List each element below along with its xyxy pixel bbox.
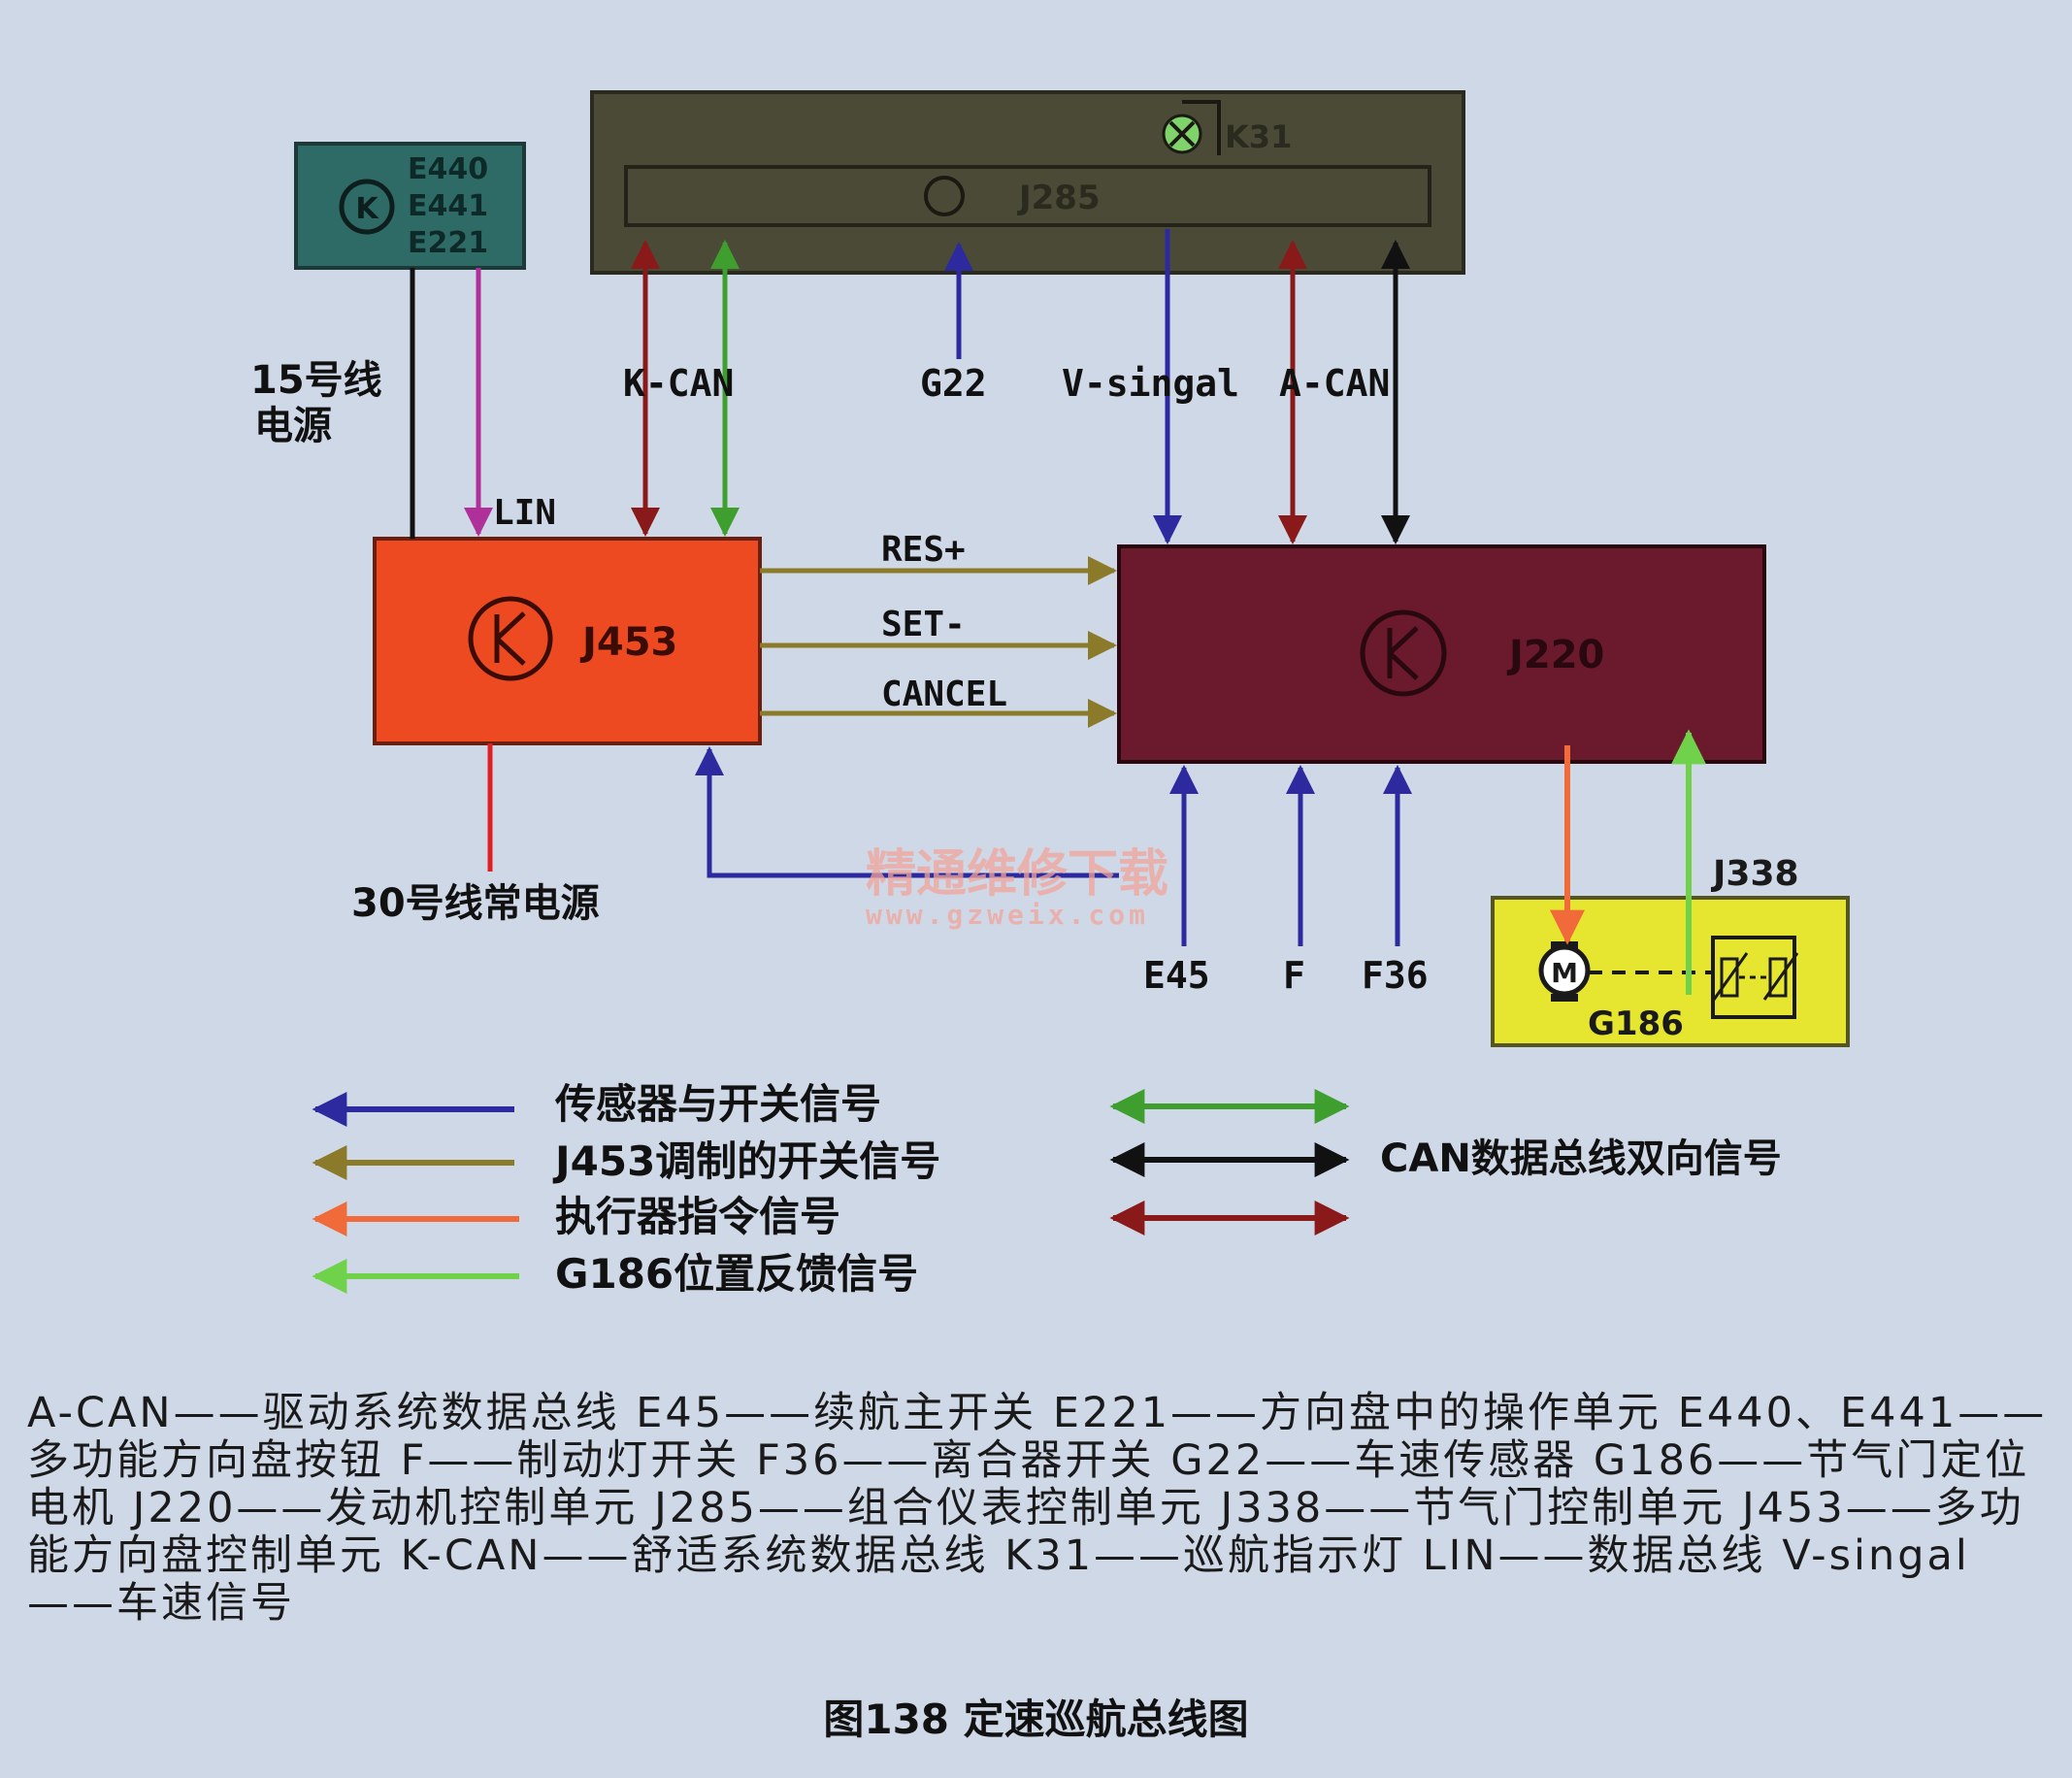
label-power30: 30号线常电源	[351, 881, 600, 926]
control-unit-icon	[339, 179, 395, 235]
watermark-url: www.gzweix.com	[866, 899, 1149, 931]
module-label-j285: J285	[1017, 179, 1101, 217]
label-cancel: CANCEL	[881, 675, 1007, 714]
label-e45: E45	[1143, 954, 1210, 997]
label-res: RES+	[881, 530, 966, 570]
label-f: F	[1283, 954, 1305, 997]
module-label-j453: J453	[579, 620, 677, 665]
position-sensor-icon	[1711, 936, 1796, 1019]
legend-label-actuator: 执行器指令信号	[555, 1193, 840, 1240]
label-set: SET-	[881, 605, 966, 644]
module-label-j338: J338	[1710, 854, 1799, 894]
module-j220: J220	[1117, 544, 1766, 764]
label-acan: A-CAN	[1279, 362, 1390, 405]
abbreviation-caption: A-CAN——驱动系统数据总线 E45——续航主开关 E221——方向盘中的操作…	[27, 1389, 2048, 1628]
label-g22: G22	[920, 362, 987, 405]
module-label-j220: J220	[1506, 633, 1604, 677]
control-unit-icon	[924, 176, 965, 216]
module-code-e221: E221	[408, 226, 488, 260]
legend-label-sensor: 传感器与开关信号	[554, 1080, 881, 1128]
module-code-e440: E440	[408, 152, 488, 186]
module-j453: J453	[373, 537, 762, 745]
legend-label-modulated: J453调制的开关信号	[552, 1137, 940, 1185]
indicator-label-k31: K31	[1225, 118, 1292, 155]
legend: 传感器与开关信号 J453调制的开关信号 执行器指令信号 G186位置反馈信号 …	[312, 1080, 1782, 1298]
label-vsignal: V-singal	[1062, 362, 1239, 405]
control-unit-icon	[1360, 609, 1447, 697]
watermark-text: 精通维修下载	[866, 845, 1168, 904]
motor-label: M	[1551, 957, 1578, 989]
legend-label-feedback: G186位置反馈信号	[555, 1250, 918, 1298]
legend-label-can-bidir: CAN数据总线双向信号	[1380, 1136, 1782, 1181]
sensor-label-g186: G186	[1588, 1004, 1684, 1043]
module-j338: J338 M G186	[1491, 854, 1850, 1047]
label-power15-line1: 15号线	[250, 358, 382, 403]
label-power15-line2: 电源	[254, 404, 332, 448]
svg-text:K: K	[355, 192, 379, 226]
figure-title: 图138 定速巡航总线图	[823, 1696, 1249, 1743]
wire-j220-to-j453	[695, 746, 1119, 878]
label-lin: LIN	[493, 493, 556, 533]
control-unit-icon	[468, 596, 553, 681]
label-kcan: K-CAN	[623, 362, 734, 405]
module-j285: J285 K31	[590, 90, 1465, 275]
module-e440-e441-e221: K E440 E441 E221	[294, 142, 526, 270]
module-code-e441: E441	[408, 189, 488, 223]
label-f36: F36	[1362, 954, 1429, 997]
